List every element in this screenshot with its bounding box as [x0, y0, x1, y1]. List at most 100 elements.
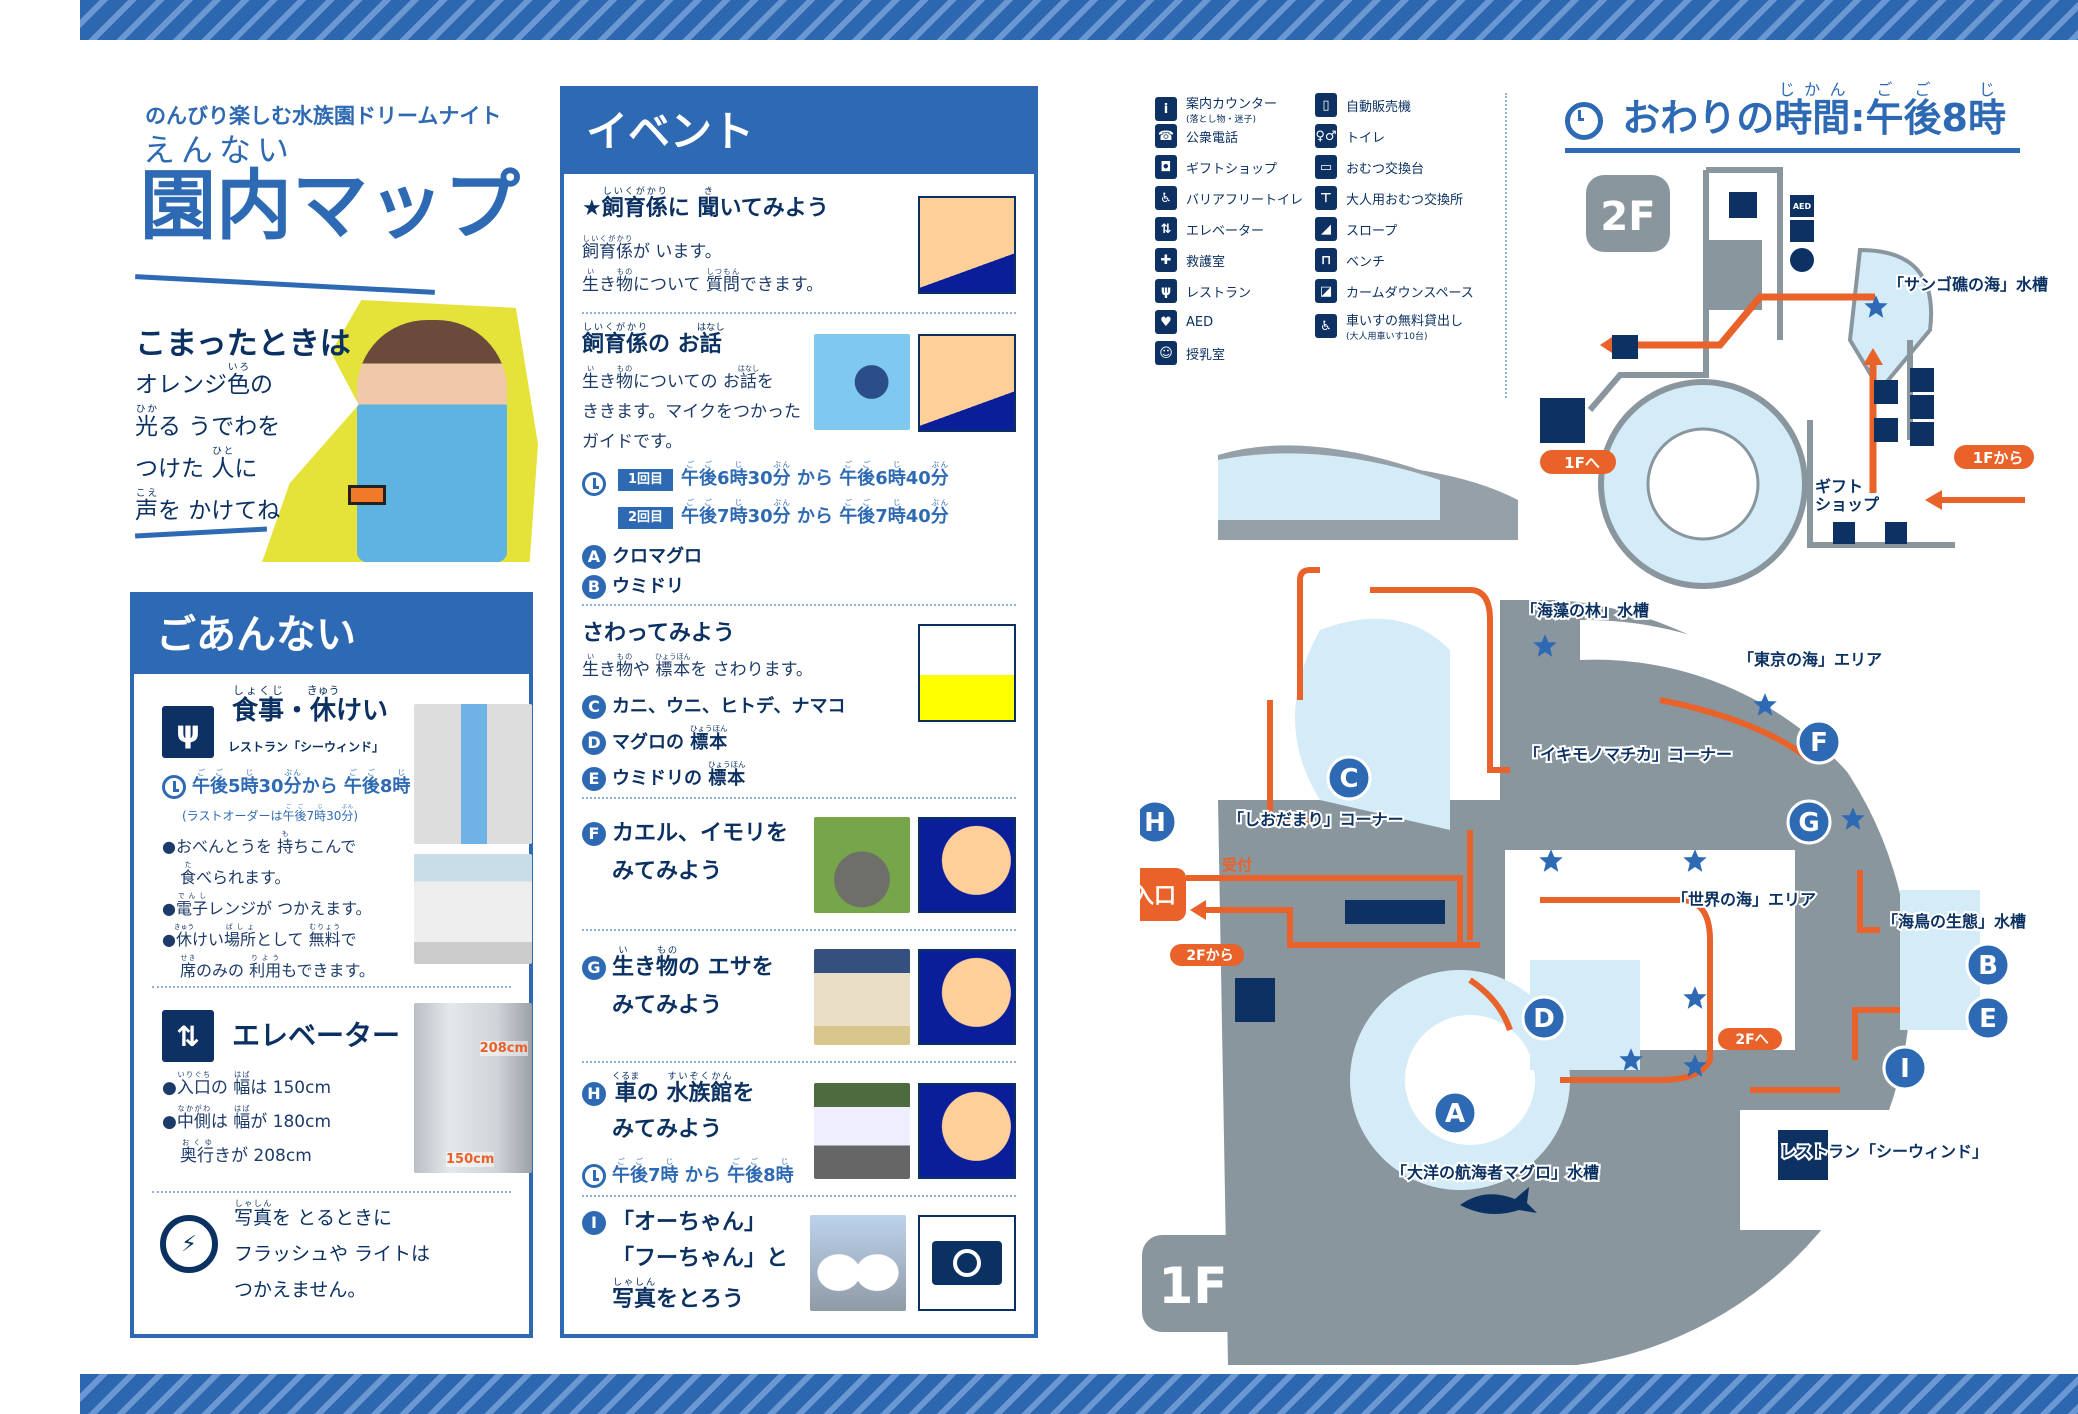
spot-label: ウミドリ	[612, 576, 684, 597]
ruby-base: 水族館	[666, 1081, 733, 1106]
text-segment: 30	[326, 809, 342, 823]
adult-diaper-change-icon	[1612, 335, 1638, 359]
ruby-base: 写真	[234, 1207, 273, 1229]
ruby-text: 午後ごご	[344, 768, 380, 797]
ruby-base: 無料	[308, 930, 341, 949]
furigana: こえ	[135, 488, 158, 499]
event-penguin-photo: I「オーちゃん」「フーちゃん」と写真しゃしんをとろう	[582, 1197, 1016, 1334]
ruby-base: 時	[887, 506, 906, 527]
text-segment: 5	[228, 776, 241, 797]
furigana: ごご	[612, 1157, 648, 1166]
facility-icons	[1345, 900, 1445, 924]
ruby-text: 標本ひょうほん	[655, 652, 691, 680]
ruby-base: 生	[612, 955, 635, 980]
gift-shop-icon: ◘	[1155, 155, 1177, 179]
note-line: ●休きゅうけい場所ばしょとして 無料むりょうで	[162, 923, 375, 954]
furigana: い	[582, 267, 599, 276]
event-keeper-talk: 飼育係しいくがかりの お話はなし 生いき物ものについての お話はなしをききます。…	[582, 314, 1016, 606]
event-subtitle: のんびり楽しむ水族園ドリームナイト	[145, 104, 502, 128]
photo-rule-text: 写真しゃしんを とるときに フラッシュや ライトは つかえません。	[234, 1199, 430, 1308]
ruby-base: 時	[392, 776, 411, 797]
text-segment: ●	[162, 1078, 177, 1098]
furigana: もの	[616, 652, 633, 661]
from-1f-badge	[1954, 445, 2034, 469]
text-segment: ★	[582, 196, 602, 221]
ruby-base: 午後	[727, 1165, 764, 1186]
ruby-text: 中側なかがわ	[177, 1104, 211, 1132]
note-line: ●電子でんしレンジが つかえます。	[162, 892, 375, 923]
ruby-base: 声	[135, 498, 158, 524]
furigana: いりぐち	[176, 1070, 211, 1079]
legend-label: ベンチ	[1346, 254, 1386, 270]
ruby-base: 飼育係	[582, 332, 649, 357]
ruby-base: 分	[930, 506, 949, 527]
ruby-text: 時じ	[730, 498, 748, 527]
text-segment: や	[633, 660, 656, 680]
furigana: ぶん	[283, 768, 302, 777]
ruby-text: 分ぶん	[773, 460, 791, 489]
furigana: でんし	[175, 892, 208, 900]
ruby-text: 分ぶん	[284, 768, 302, 797]
rule-line: つかえません。	[234, 1272, 430, 1308]
text-segment: は 150cm	[250, 1078, 332, 1098]
svg-text:D: D	[1533, 1004, 1555, 1034]
furigana: ごご	[1865, 80, 1942, 99]
text-segment: みてみよう	[612, 1117, 723, 1142]
svg-text:C: C	[1339, 764, 1358, 794]
furigana: じ	[887, 460, 906, 469]
legend-label: カームダウンスペース	[1346, 285, 1474, 301]
ruby-text: 時じ	[888, 460, 906, 489]
furigana: き	[697, 186, 720, 197]
ruby-text: 聞き	[697, 186, 719, 221]
ruby-text: 持も	[277, 830, 293, 856]
help-heading: こまったときは	[135, 326, 351, 362]
text-segment: 6	[875, 468, 888, 489]
ruby-text: 物もの	[656, 945, 678, 980]
calm-down-space-icon: ◪	[1315, 279, 1337, 303]
ruby-base: 時	[775, 1165, 794, 1186]
guide-header: ごあんない	[134, 596, 529, 674]
furigana: ない	[216, 131, 292, 169]
accessible-toilet-icon	[1910, 422, 1934, 446]
ruby-text: 話はなし	[697, 322, 725, 357]
events-panel: イベント ★飼育係しいくがかりに 聞きいてみよう 飼育係しいくがかりが います。…	[560, 86, 1038, 1338]
event-title: ★飼育係しいくがかりに 聞きいてみよう	[582, 186, 829, 227]
legend-item: ♿バリアフリートイレ	[1155, 186, 1303, 210]
spot-marker: G	[582, 956, 606, 980]
text-segment: みてみよう	[612, 993, 723, 1018]
ruby-base: 分	[772, 506, 791, 527]
text-segment: の	[210, 1078, 234, 1098]
gift-shop-icon	[1833, 522, 1855, 544]
text-segment: のみの	[196, 961, 250, 980]
floor-1f-label: 1F	[1159, 1257, 1228, 1315]
ruby-text: 時じ	[775, 1157, 794, 1186]
text-segment: に	[234, 456, 258, 482]
ruby-text: 生い	[582, 267, 599, 295]
adult-diaper-change-icon: ⊤	[1315, 186, 1337, 210]
ruby-base: 午後	[192, 776, 228, 797]
ruby-text: 午後ごご	[681, 460, 717, 489]
clock-icon	[582, 472, 606, 496]
ruby-base: 生	[582, 275, 599, 295]
furigana: ぶん	[772, 498, 791, 507]
furigana: すいぞくかん	[666, 1071, 733, 1082]
microwave-photo	[414, 854, 532, 964]
clock-icon	[1565, 101, 1603, 140]
floor-2f: 2F AED 「サンゴ礁の海」水槽 ギフト ショップ 1Fへ 1Fから	[1540, 167, 2050, 589]
furigana: むりょう	[308, 923, 341, 931]
note-line: 食たべられます。	[162, 861, 375, 892]
legend-label: 車いすの無料貸出し(大人用車いす10台)	[1346, 314, 1464, 342]
elevator-icon: ⇅	[1155, 217, 1177, 241]
text-segment: ちこんで	[293, 837, 357, 856]
furigana: いろ	[227, 362, 250, 373]
clock-icon	[582, 1164, 606, 1188]
text-segment: き	[599, 372, 616, 392]
help-text: オレンジ色いろの 光ひかる うでわを つけた 人ひとに 声こえを かけてね	[135, 362, 280, 530]
ruby-text: 午後ごご	[1865, 80, 1941, 140]
legend-item: ◪ カームダウンスペース	[1315, 279, 1474, 303]
